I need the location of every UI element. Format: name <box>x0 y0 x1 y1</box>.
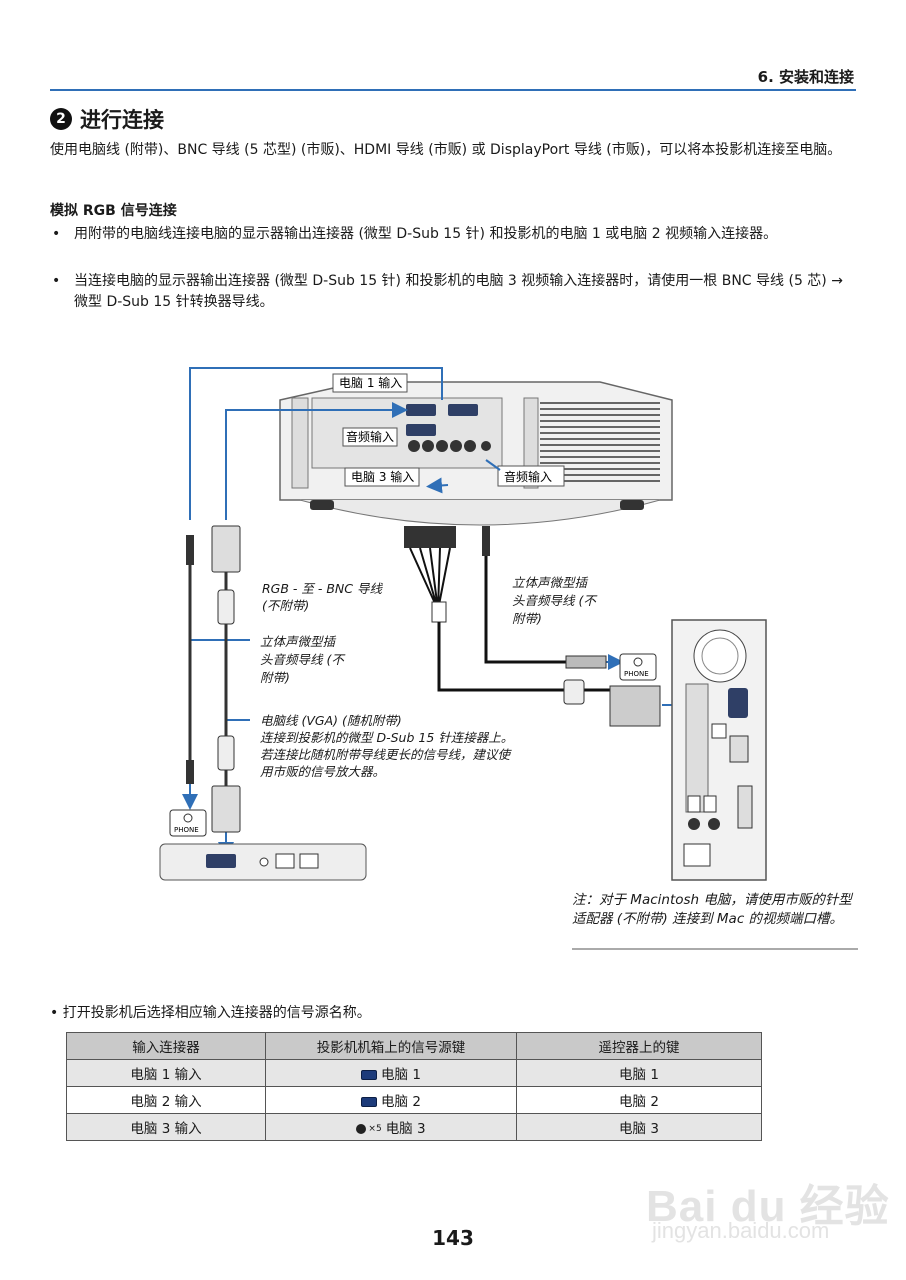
cabinet-key-label: 电脑 1 <box>381 1067 421 1083</box>
label-pc3-in: 电脑 3 输入 <box>344 467 420 487</box>
label-rgb-bnc-cable: RGB - 至 - BNC 导线 (不附带) <box>262 581 383 613</box>
svg-text:若连接比随机附带导线更长的信号线，建议使: 若连接比随机附带导线更长的信号线，建议使 <box>260 747 513 762</box>
column-header: 输入连接器 <box>66 1032 266 1060</box>
svg-text:PHONE: PHONE <box>174 826 199 834</box>
connection-diagram: 电脑 1 输入 音频输入 电脑 3 输入 音频输入 <box>159 367 767 881</box>
pc-tower <box>671 619 767 881</box>
bullet-dot: • <box>50 1005 63 1021</box>
svg-text:头音频导线 (不: 头音频导线 (不 <box>512 593 598 608</box>
header-rule <box>50 89 856 91</box>
svg-text:电脑 3 输入: 电脑 3 输入 <box>351 469 414 484</box>
bullet-item: • 用附带的电脑线连接电脑的显示器输出连接器 (微型 D-Sub 15 针) 和… <box>50 224 860 245</box>
left-audio-cable <box>186 535 194 784</box>
input-cell: 电脑 2 输入 <box>66 1086 266 1114</box>
column-header: 遥控器上的键 <box>516 1032 762 1060</box>
label-vga-cable: 电脑线 (VGA) (随机附带) 连接到投影机的微型 D-Sub 15 针连接器… <box>260 713 513 779</box>
svg-text:附带): 附带) <box>260 670 290 685</box>
note-rule <box>572 948 858 950</box>
svg-text:附带): 附带) <box>512 611 542 626</box>
svg-text:音频输入: 音频输入 <box>346 429 394 444</box>
vga-port-icon <box>361 1070 378 1080</box>
table-row: 电脑 2 输入 电脑 2 电脑 2 <box>66 1086 762 1114</box>
label-audio-in-2: 音频输入 <box>497 465 565 487</box>
svg-text:电脑线 (VGA) (随机附带): 电脑线 (VGA) (随机附带) <box>260 713 402 728</box>
table-row: 电脑 1 输入 电脑 1 电脑 1 <box>66 1059 762 1087</box>
remote-key-cell: 电脑 3 <box>516 1113 762 1141</box>
phone-jack-left: PHONE <box>169 809 207 837</box>
cabinet-key-label: 电脑 2 <box>381 1094 421 1110</box>
label-pc1-in: 电脑 1 输入 <box>332 373 408 393</box>
input-cell: 电脑 3 输入 <box>66 1113 266 1141</box>
bullet-text: 当连接电脑的显示器输出连接器 (微型 D-Sub 15 针) 和投影机的电脑 3… <box>74 273 843 310</box>
bnc-cable <box>404 526 661 727</box>
svg-text:用市贩的信号放大器。: 用市贩的信号放大器。 <box>260 764 385 779</box>
label-audio-in-1: 音频输入 <box>342 427 398 447</box>
svg-text:(不附带): (不附带) <box>262 598 309 613</box>
baidu-watermark-logo: Bai du 经验 <box>646 1182 890 1231</box>
input-cell: 电脑 1 输入 <box>66 1059 266 1087</box>
bnc-port-icon <box>356 1124 367 1134</box>
section-number-badge: 2 <box>50 108 72 130</box>
bullet-text: 打开投影机后选择相应输入连接器的信号源名称。 <box>62 1005 371 1021</box>
svg-text:连接到投影机的微型 D-Sub 15 针连接器上。: 连接到投影机的微型 D-Sub 15 针连接器上。 <box>260 730 513 745</box>
selection-bullet: • 打开投影机后选择相应输入连接器的信号源名称。 <box>50 1002 371 1022</box>
bullet-dot: • <box>52 273 61 289</box>
bullet-dot: • <box>52 226 61 242</box>
svg-text:PHONE: PHONE <box>624 670 649 678</box>
remote-key-cell: 电脑 1 <box>516 1059 762 1087</box>
svg-text:电脑 1 输入: 电脑 1 输入 <box>339 375 402 390</box>
table-header-row: 输入连接器 投影机机箱上的信号源键 遥控器上的键 <box>66 1032 762 1060</box>
projector-rear <box>279 381 673 526</box>
left-vga-cable <box>211 525 241 833</box>
remote-key-cell: 电脑 2 <box>516 1086 762 1114</box>
subsection-title: 模拟 RGB 信号连接 <box>50 203 177 219</box>
bullet-text: 用附带的电脑线连接电脑的显示器输出连接器 (微型 D-Sub 15 针) 和投影… <box>74 226 778 242</box>
macintosh-note: 注：对于 Macintosh 电脑，请使用市贩的针型适配器 (不附带) 连接到 … <box>572 892 852 927</box>
cabinet-key-cell: 电脑 2 <box>265 1086 517 1114</box>
section-heading: 2 进行连接 <box>50 104 164 134</box>
column-header: 投影机机箱上的信号源键 <box>265 1032 517 1060</box>
source-key-table: 输入连接器 投影机机箱上的信号源键 遥控器上的键 电脑 1 输入 电脑 1 电脑… <box>66 1032 762 1141</box>
chapter-title: 6. 安装和连接 <box>757 68 854 86</box>
cabinet-key-label: 电脑 3 <box>385 1121 426 1137</box>
svg-text:立体声微型插: 立体声微型插 <box>512 575 589 590</box>
bnc-count: ×5 <box>368 1124 382 1134</box>
vga-port-icon <box>361 1097 378 1107</box>
phone-jack-right: PHONE <box>619 653 657 681</box>
label-stereo-cable-right: 立体声微型插 头音频导线 (不 附带) <box>512 575 598 626</box>
section-title: 进行连接 <box>80 108 164 132</box>
svg-text:RGB - 至 - BNC 导线: RGB - 至 - BNC 导线 <box>262 581 383 596</box>
svg-text:头音频导线 (不: 头音频导线 (不 <box>260 652 346 667</box>
svg-text:音频输入: 音频输入 <box>504 469 552 484</box>
cabinet-key-cell: 电脑 1 <box>265 1059 517 1087</box>
page-number: 143 <box>432 1226 474 1250</box>
right-audio-cable <box>482 526 607 669</box>
svg-text:立体声微型插: 立体声微型插 <box>260 634 337 649</box>
baidu-watermark-url: jingyan.baidu.com <box>652 1218 830 1243</box>
bullet-item: • 当连接电脑的显示器输出连接器 (微型 D-Sub 15 针) 和投影机的电脑… <box>50 271 860 313</box>
laptop <box>159 843 367 881</box>
label-stereo-cable-left: 立体声微型插 头音频导线 (不 附带) <box>260 634 346 685</box>
section-intro: 使用电脑线 (附带)、BNC 导线 (5 芯型) (市贩)、HDMI 导线 (市… <box>50 142 842 158</box>
